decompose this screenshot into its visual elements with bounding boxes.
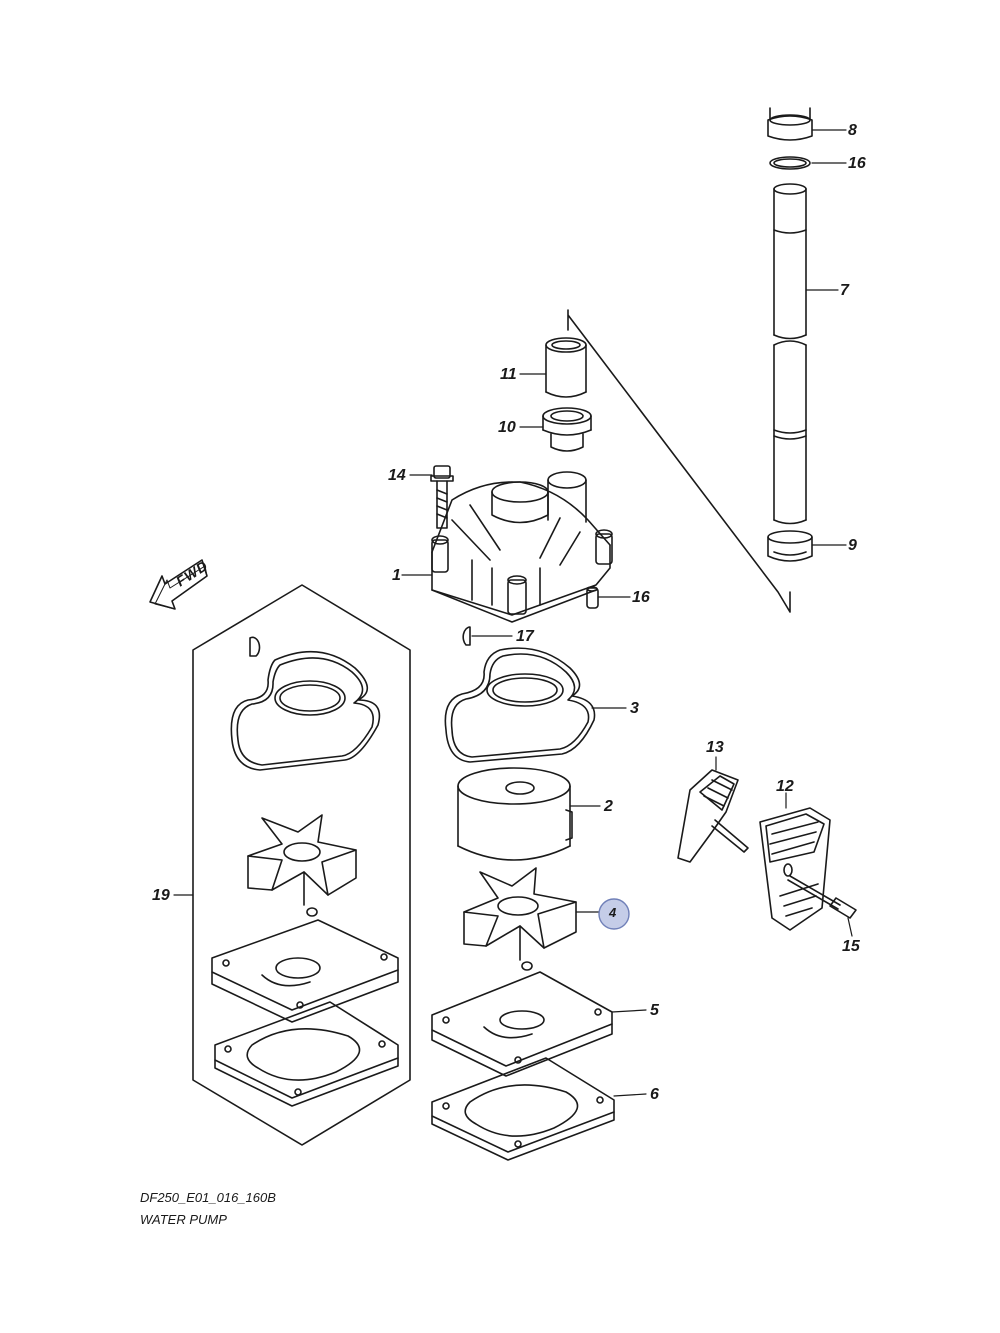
o-ring-18 [769,156,811,170]
grommet-9 [767,530,813,562]
grommet-8 [767,107,813,141]
label-part-8[interactable]: 8 [848,122,857,139]
bolt-14 [430,465,454,529]
label-part-14[interactable]: 14 [388,467,406,484]
label-part-13[interactable]: 13 [706,739,724,756]
label-part-16[interactable]: 16 [632,589,650,606]
fwd-arrow-icon [149,559,208,610]
part-12 [759,807,831,931]
label-part-12[interactable]: 12 [776,778,794,795]
gasket-6 [431,1057,615,1161]
label-part-6[interactable]: 6 [650,1086,659,1103]
bushing-11 [545,337,587,398]
kit-gasket-3 [230,650,381,771]
pin-16-lower [586,586,599,609]
grommet-10 [542,407,592,452]
cut-line [567,309,791,613]
label-part-1[interactable]: 1 [392,567,401,584]
label-part-15[interactable]: 15 [842,938,860,955]
highlight-marker [598,898,630,930]
kit-impeller [247,814,357,917]
label-part-4[interactable]: 4 [609,905,617,920]
label-part-5[interactable]: 5 [650,1002,659,1019]
label-part-9[interactable]: 9 [848,537,857,554]
plate-5 [431,971,613,1077]
label-part-11[interactable]: 11 [500,366,517,383]
impeller-4 [463,867,577,971]
key-17 [462,626,471,646]
kit-gasket-6 [214,1001,399,1107]
kit-key [249,636,261,657]
drawing-code: DF250_E01_016_160B [140,1190,276,1205]
kit-19-outline [192,584,411,1146]
label-part-10[interactable]: 10 [498,419,516,436]
label-part-7[interactable]: 7 [840,282,849,299]
part-13 [677,769,749,863]
gasket-3 [444,647,596,763]
label-part-18[interactable]: 16 [848,155,866,172]
label-part-19[interactable]: 19 [152,887,170,904]
screw-15 [787,875,857,919]
label-part-2[interactable]: 2 [604,798,613,815]
pump-housing-1 [431,471,613,623]
label-part-3[interactable]: 3 [630,700,639,717]
diagram-title: WATER PUMP [140,1212,227,1227]
label-part-17[interactable]: 17 [516,628,534,645]
leader-lines [173,129,853,1097]
impeller-housing-2 [457,767,573,861]
kit-plate-5 [211,919,399,1023]
water-tube-7 [773,183,807,525]
